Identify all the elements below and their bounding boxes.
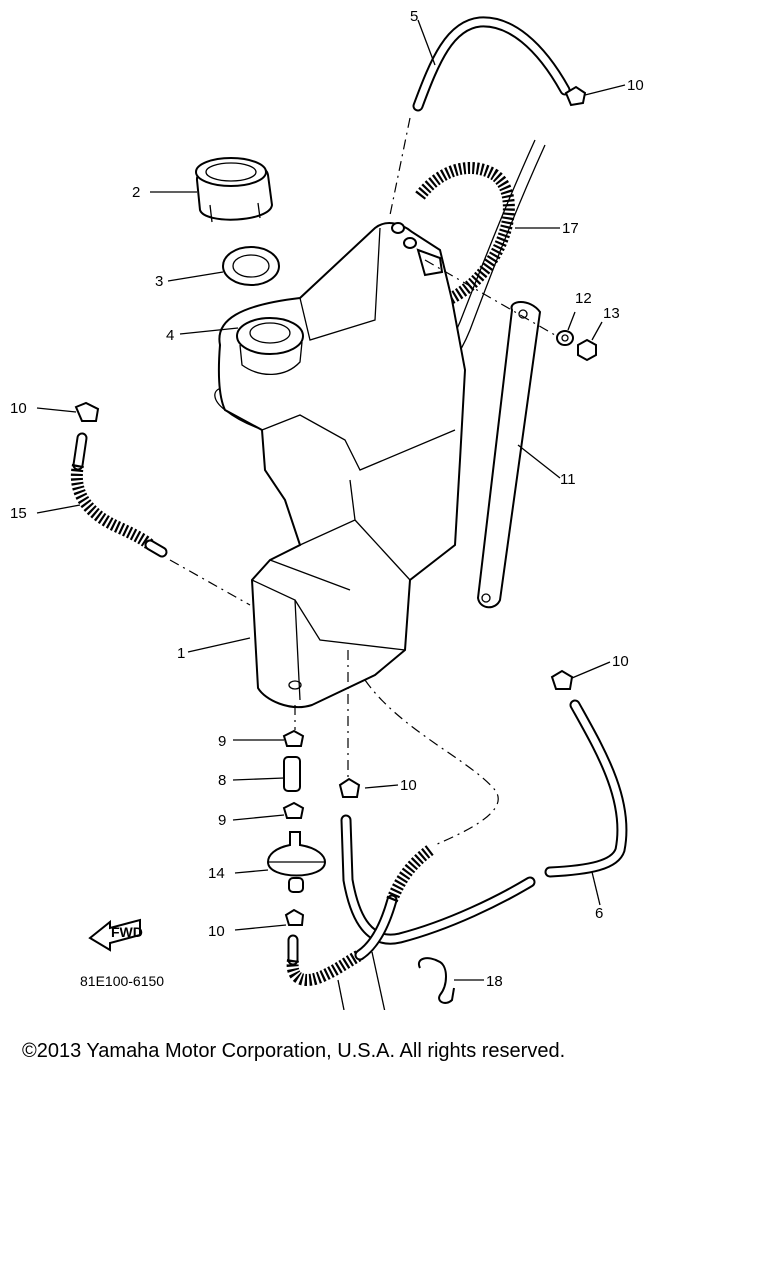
callout-11: 11 <box>560 471 576 488</box>
exploded-parts-diagram: FWD 2 3 4 5 10 17 12 13 11 10 15 1 9 8 9… <box>10 8 644 1010</box>
callout-3: 3 <box>155 273 163 290</box>
tank-cap-part-2 <box>195 157 274 223</box>
washer-part-12 <box>556 330 574 346</box>
callout-2: 2 <box>132 184 140 201</box>
clip-part-18 <box>417 957 455 1004</box>
callout-9-lower: 9 <box>218 812 226 829</box>
clamp-part-9-upper <box>282 729 305 747</box>
callout-13: 13 <box>603 305 620 322</box>
callout-14: 14 <box>208 865 225 882</box>
fwd-label: FWD <box>111 924 143 940</box>
copyright-notice: ©2013 Yamaha Motor Corporation, U.S.A. A… <box>22 1040 566 1062</box>
callout-4: 4 <box>166 327 174 344</box>
hose-part-6 <box>340 699 628 945</box>
clamp-part-10-low <box>284 908 305 926</box>
callout-5: 5 <box>410 8 418 25</box>
oil-tank-part-1 <box>217 222 467 709</box>
callout-8: 8 <box>218 772 226 789</box>
fuel-filter-part-14 <box>266 831 327 893</box>
pipe-part-8 <box>283 756 301 792</box>
hose-part-5 <box>412 16 571 112</box>
clamp-part-10-right <box>550 669 574 690</box>
fwd-arrow-icon: FWD <box>88 918 143 952</box>
bracket-part-11 <box>476 301 542 609</box>
callout-10-top: 10 <box>627 77 644 94</box>
callout-1: 1 <box>177 645 185 662</box>
callout-10-left: 10 <box>10 400 27 417</box>
diagram-code: 81E100-6150 <box>80 973 164 989</box>
callout-15: 15 <box>10 505 27 522</box>
callout-18: 18 <box>486 973 503 990</box>
clamp-part-10-mid <box>338 777 361 798</box>
clamp-part-10-top <box>564 85 587 107</box>
nut-part-13 <box>577 338 597 362</box>
callout-17: 17 <box>562 220 579 237</box>
callout-12: 12 <box>575 290 592 307</box>
hose-part-16 <box>286 934 363 986</box>
gasket-part-3 <box>222 246 280 286</box>
clamp-part-10-left <box>74 401 100 422</box>
callout-9-upper: 9 <box>218 733 226 750</box>
hose-part-7 <box>354 845 434 961</box>
hose-part-15 <box>70 432 168 558</box>
callout-6: 6 <box>595 905 603 922</box>
clamp-part-9-lower <box>282 801 305 819</box>
callout-10-right: 10 <box>612 653 629 670</box>
callout-10-mid: 10 <box>400 777 417 794</box>
callout-10-low: 10 <box>208 923 225 940</box>
